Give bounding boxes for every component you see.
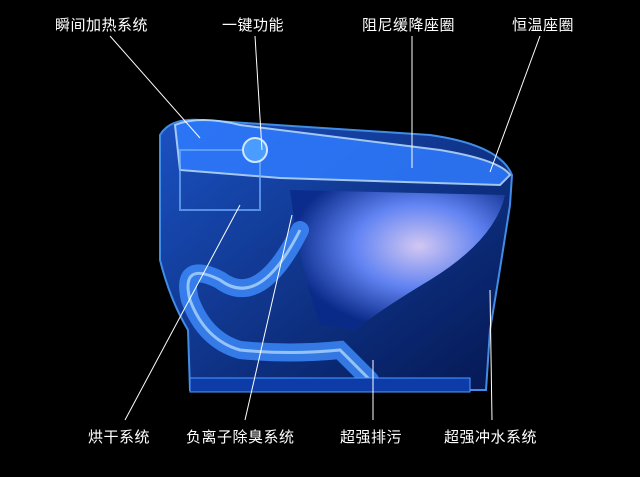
toilet-lid [173,119,512,187]
label-heated-seat: 恒温座圈 [512,16,575,34]
label-drying: 烘干系统 [88,428,151,446]
toilet-base [189,377,471,393]
label-soft-close-seat: 阻尼缓降座圈 [362,16,456,34]
label-one-touch: 一键功能 [222,16,285,34]
label-ion-deodorize: 负离子除臭系统 [186,428,295,446]
label-instant-heating: 瞬间加热系统 [55,16,149,34]
toilet-bowl [290,190,505,330]
leader-lines [109,35,541,421]
label-strong-drain: 超强排污 [340,428,403,446]
label-strong-flush: 超强冲水系统 [444,428,538,446]
